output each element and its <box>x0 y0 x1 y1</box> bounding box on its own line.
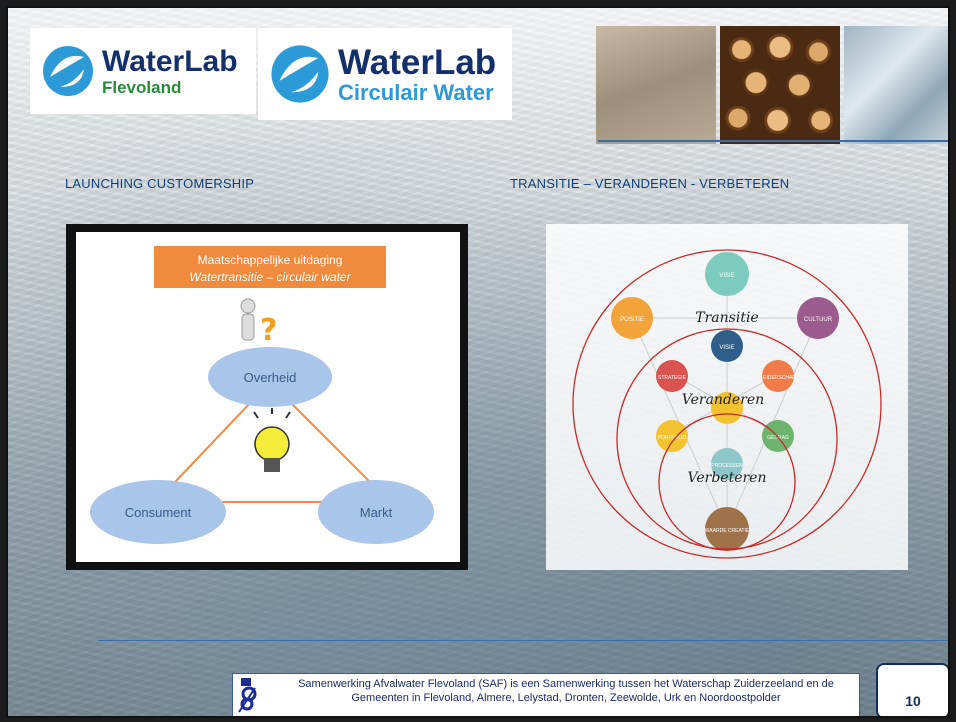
node-consument <box>90 480 226 544</box>
circle-left-outer-label: POSITIE <box>620 317 644 323</box>
slide: WaterLab Flevoland WaterLab Circulair Wa… <box>6 6 950 718</box>
node-markt <box>318 480 434 544</box>
circle-top <box>705 252 749 296</box>
circle-right-outer <box>797 297 839 339</box>
circle-center <box>711 392 743 424</box>
label-transitie: Transitie <box>695 310 758 326</box>
node-overheid <box>208 347 332 407</box>
page-number: 10 <box>876 663 948 716</box>
logo-left-main: WaterLab <box>102 44 238 78</box>
circle-left-outer <box>611 297 653 339</box>
svg-text:?: ? <box>260 313 277 348</box>
circle-top-label: VISIE <box>719 273 734 279</box>
banner-line2: Watertransitie – circulair water <box>189 270 351 284</box>
circle-left-mid <box>656 360 688 392</box>
circle-right-outer-label: CULTUUR <box>804 317 833 323</box>
circle-right-mid-label: LEIDERSCHAP <box>760 375 796 381</box>
node-overheid-label: Overheid <box>244 370 297 385</box>
customership-diagram: Maatschappelijke uitdaging Watertransiti… <box>66 224 468 570</box>
logo-right-main: WaterLab <box>338 42 497 82</box>
node-consument-label: Consument <box>125 505 192 520</box>
waterlab-circulair-logo: WaterLab Circulair Water <box>258 28 512 120</box>
circle-center-top-label: VISIE <box>719 345 734 351</box>
ring-veranderen <box>616 328 838 550</box>
ice-water-photo <box>844 26 948 144</box>
wood-photo <box>596 26 716 144</box>
banner-line1: Maatschappelijke uitdaging <box>198 253 343 267</box>
waterlab-drop-icon <box>43 46 93 96</box>
challenge-banner <box>154 246 386 288</box>
relationship-triangle <box>153 380 393 503</box>
logo-left-sub: Flevoland <box>102 77 182 97</box>
footer-text: Samenwerking Afvalwater Flevoland (SAF) … <box>298 678 834 704</box>
circle-left-low <box>656 420 688 452</box>
lightbulb-icon <box>253 408 291 472</box>
ring-transitie <box>572 249 882 559</box>
circle-bottom <box>705 507 749 551</box>
circle-left-low-label: PORTFOLIO <box>658 435 687 441</box>
circle-bottom-mid <box>711 448 743 480</box>
logs-photo <box>720 26 840 144</box>
label-verbeteren: Verbeteren <box>688 470 767 486</box>
circle-bottom-mid-label: PROCESSEN <box>711 463 743 469</box>
footer-divider <box>98 640 948 641</box>
thinking-person-icon: ? <box>240 298 277 348</box>
circle-bottom-label: WAARDE CREATIE <box>705 528 750 534</box>
saf-logo-icon <box>238 678 257 713</box>
footer-info-box: Samenwerking Afvalwater Flevoland (SAF) … <box>232 673 860 716</box>
circle-center-top <box>711 330 743 362</box>
heading-launching-customership: LAUNCHING CUSTOMERSHIP <box>65 176 255 191</box>
header-divider <box>598 140 948 142</box>
transition-svg: VISIE POSITIE CULTUUR VISIE STRATEGIE LE… <box>572 249 882 559</box>
heading-transitie: TRANSITIE – VERANDEREN - VERBETEREN <box>510 176 790 191</box>
circle-right-mid <box>762 360 794 392</box>
transition-diagram: VISIE POSITIE CULTUUR VISIE STRATEGIE LE… <box>546 224 908 570</box>
waterlab-flevoland-logo: WaterLab Flevoland <box>30 28 256 114</box>
waterlab-drop-icon-2 <box>271 45 329 103</box>
ring-verbeteren <box>658 413 796 551</box>
node-markt-label: Markt <box>360 505 393 520</box>
circle-right-low <box>762 420 794 452</box>
logo-right-sub: Circulair Water <box>338 79 494 105</box>
circle-left-mid-label: STRATEGIE <box>658 375 687 381</box>
customership-svg: Maatschappelijke uitdaging Watertransiti… <box>90 246 434 544</box>
label-veranderen: Veranderen <box>682 392 764 408</box>
